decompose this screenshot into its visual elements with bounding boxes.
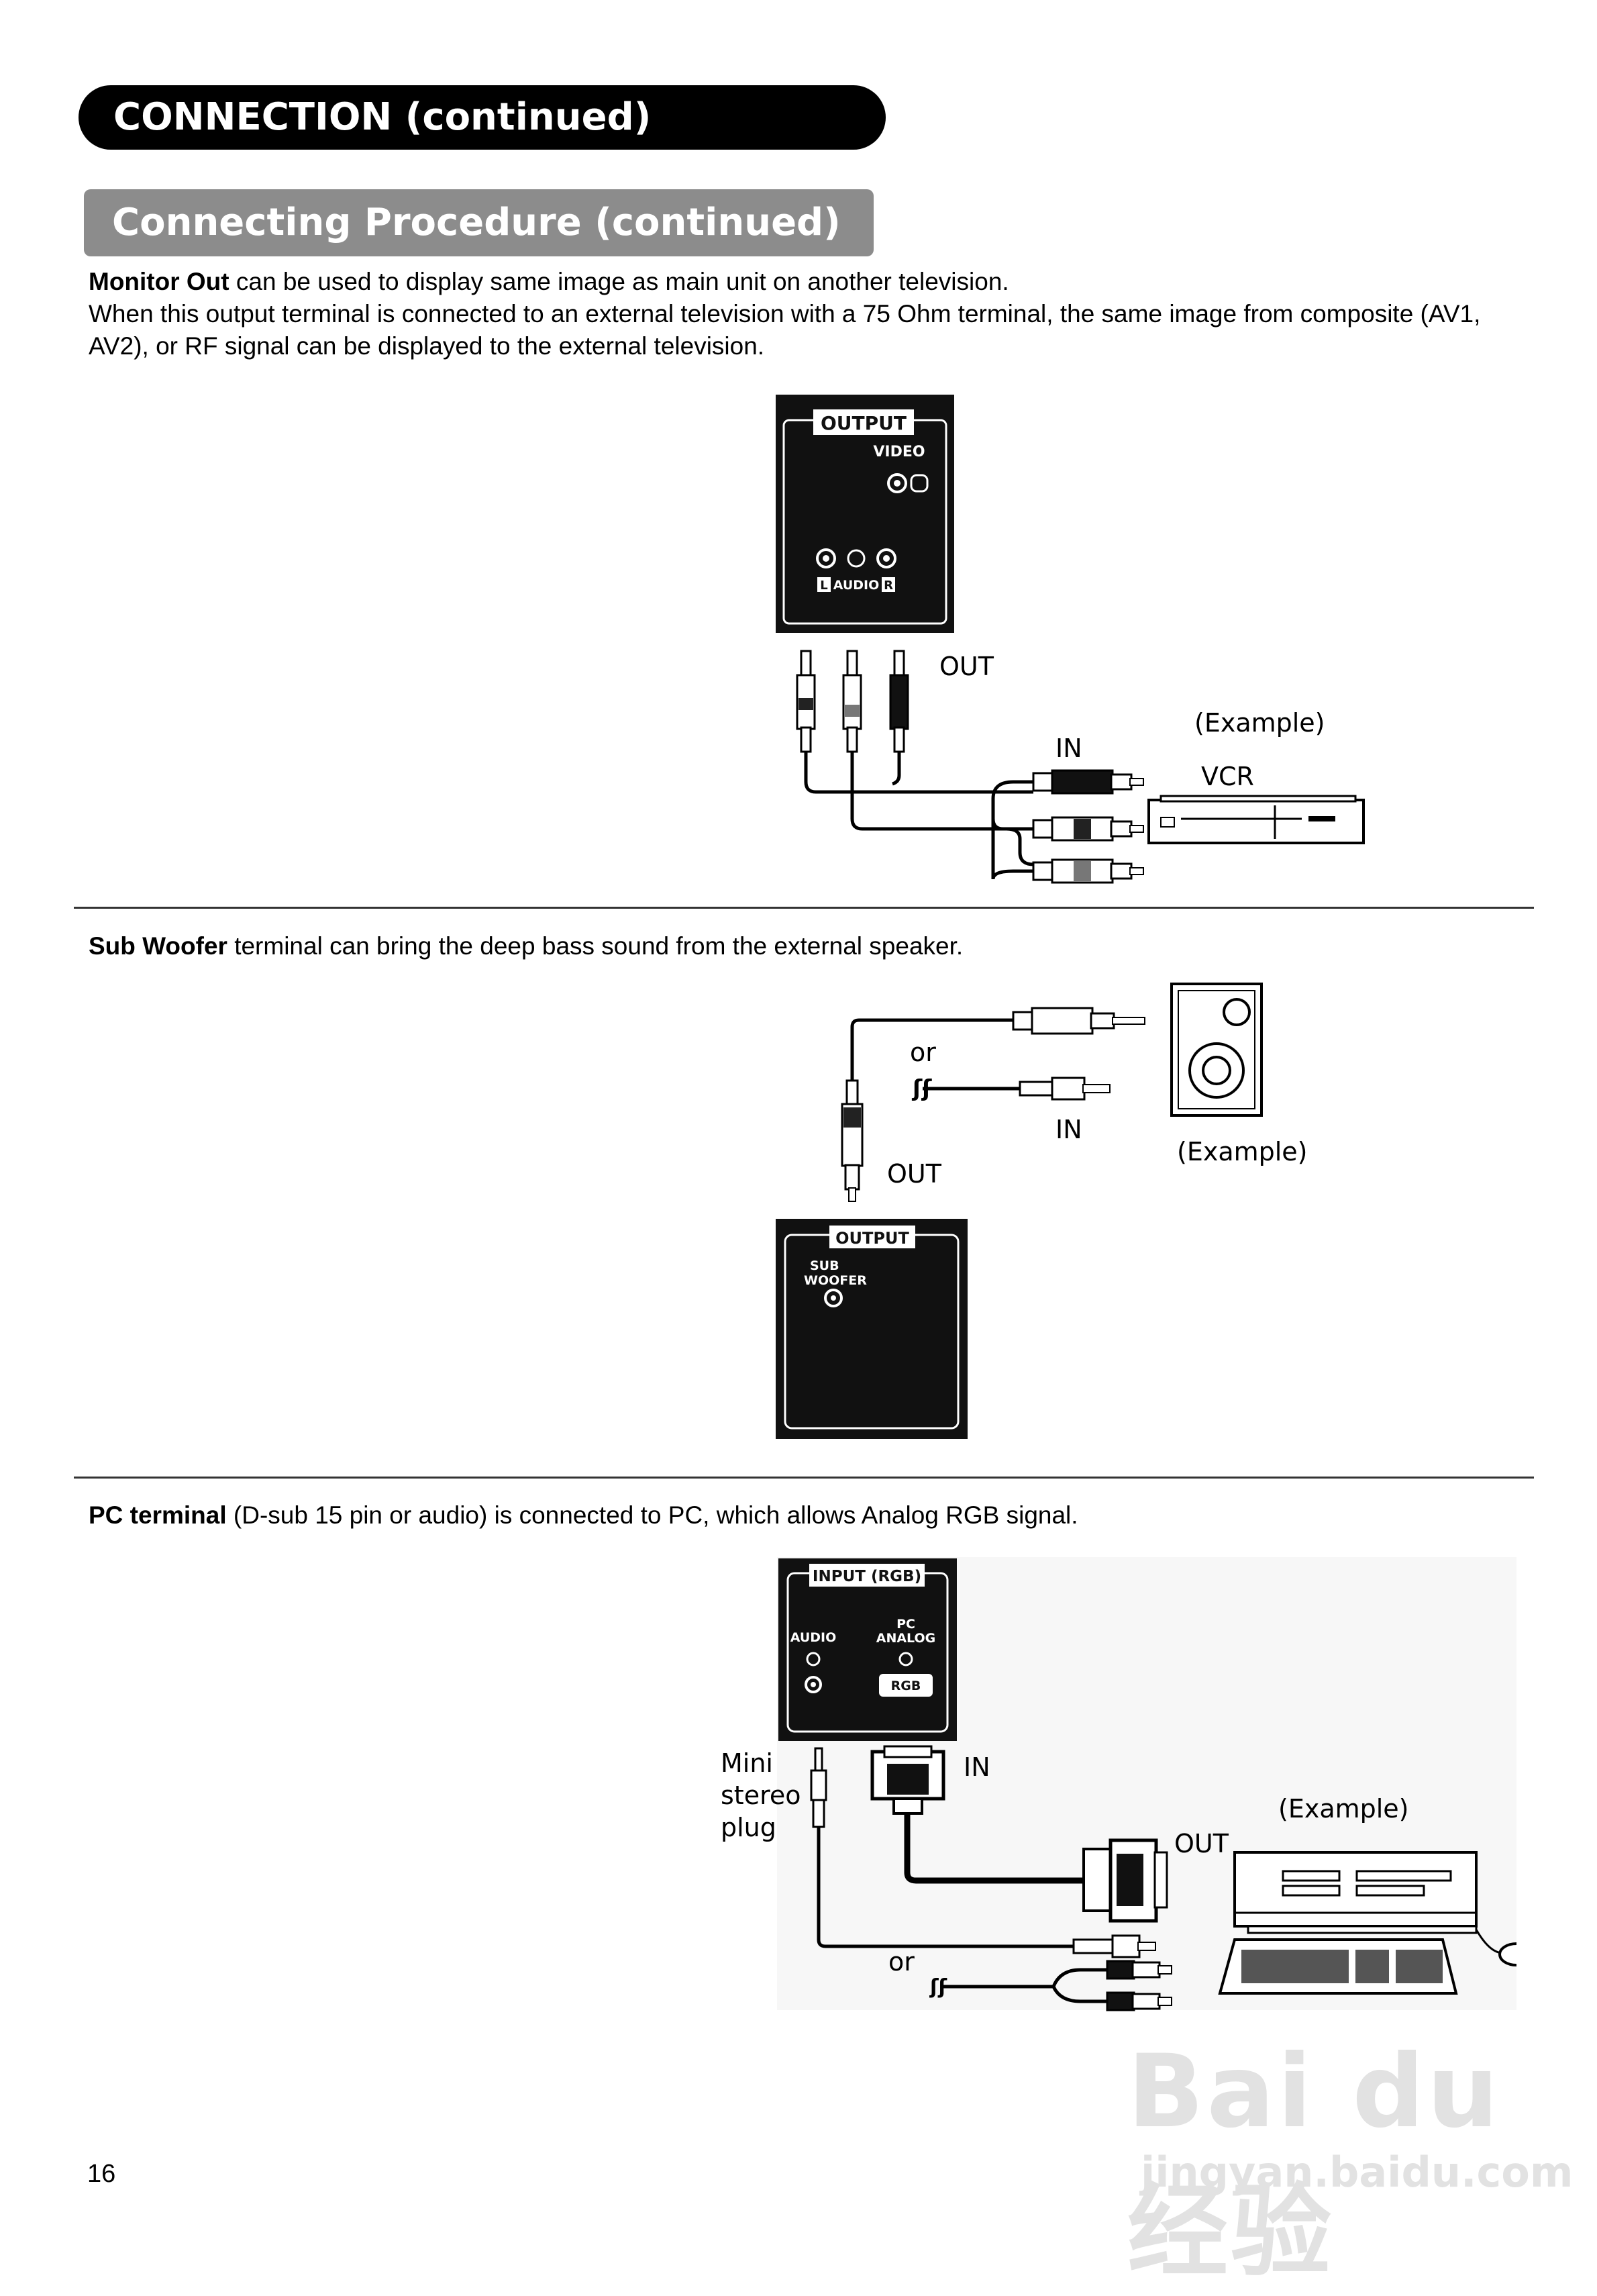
panel-video-label: VIDEO [873,444,925,460]
divider [74,1477,1534,1479]
audio-jack-icon [805,1676,822,1693]
label-example: (Example) [1278,1794,1409,1824]
page-number: 16 [87,2160,116,2188]
vcr-plug-3 [1032,858,1144,884]
input-arrow-icon [898,1652,913,1666]
sub-woofer-diagram: ʃʃ OUTPUT SUB WOOFER or IN OUT (Example) [776,983,1308,1439]
rca-plug-white [796,650,816,753]
divider [74,907,1534,909]
sub-panel-title: OUTPUT [835,1229,909,1248]
label-out: OUT [1174,1829,1229,1858]
monitor-out-line2: When this output terminal is connected t… [89,300,1481,360]
subsection-header: Connecting Procedure (continued) [84,189,874,256]
rca-plug-yellow [889,650,909,753]
input-audio-label: AUDIO [790,1630,837,1645]
input-arrow-icon [806,1652,821,1666]
pc-terminal-rest: (D-sub 15 pin or audio) is connected to … [226,1501,1078,1529]
input-analog-label: ANALOG [876,1631,936,1646]
keyboard-keys-icon [1241,1950,1349,1983]
sub-panel-line2: WOOFER [804,1273,867,1288]
pc-terminal-lead: PC terminal [89,1501,227,1529]
monitor-out-lead: Monitor Out [89,268,229,295]
pc-terminal-description: PC terminal (D-sub 15 pin or audio) is c… [89,1499,1531,1532]
label-in: IN [964,1752,990,1782]
watermark-url: jingyan.baidu.com [1141,2148,1574,2197]
monitor-out-diagram: OUTPUT VIDEO L AUDIO R [776,395,1365,884]
monitor-out-line1: can be used to display same image as mai… [229,268,1009,295]
label-in: IN [1055,734,1082,763]
vga-plug [870,1745,945,1815]
cable [817,1827,1074,1948]
pc-mini-plug [1072,1934,1156,1958]
sub-woofer-description: Sub Woofer terminal can bring the deep b… [89,930,1531,962]
plug-label-line3: plug [721,1813,776,1842]
sub-woofer-jack-icon [824,1289,843,1307]
audio-r-jack-icon [876,548,896,568]
subwoofer-rca-plug [841,1079,864,1202]
speaker-mini-plug [1019,1077,1111,1101]
vcr-plug-2 [1032,816,1144,842]
panel-audio-label: AUDIO [833,578,880,593]
plug-label-line1: Mini [721,1748,773,1778]
label-vcr: VCR [1201,762,1254,791]
speaker-rca-plug [1012,1007,1145,1035]
audio-l-jack-icon [816,548,836,568]
section-header: CONNECTION (continued) [79,85,886,150]
pc-rca-plug-2 [1106,1991,1172,2011]
speaker-icon [1170,983,1263,1117]
rca-plug-red [842,650,862,753]
cable [804,752,1033,794]
audio-output-icon [847,549,866,568]
label-in: IN [1055,1115,1082,1144]
label-out: OUT [939,652,994,681]
pc-rca-plug-1 [1106,1960,1172,1980]
vga-plug-pc [1082,1838,1168,1923]
mini-stereo-plug [810,1747,827,1828]
label-out: OUT [887,1159,942,1189]
mouse-icon [1498,1942,1516,1966]
video-jack-icon [887,473,907,493]
label-or: or [910,1038,936,1067]
sub-woofer-rest: terminal can bring the deep bass sound f… [227,932,964,960]
label-example: (Example) [1194,708,1325,738]
sub-woofer-output-panel [776,1219,968,1439]
output-arrow-icon [910,474,929,493]
rgb-label: RGB [891,1679,921,1693]
audio-r-label: R [884,579,893,593]
label-or: or [888,1947,915,1977]
audio-l-label: L [820,579,827,593]
vcr-icon [1147,795,1365,844]
watermark-logo: Bai du 经验 [1127,2034,1502,2291]
rgb-port-icon [879,1674,933,1697]
sub-panel-line1: SUB [810,1258,839,1273]
input-panel-title: INPUT (RGB) [813,1568,921,1585]
label-example: (Example) [1177,1137,1308,1166]
monitor-out-description: Monitor Out can be used to display same … [89,266,1531,362]
pc-terminal-diagram: INPUT (RGB) AUDIO PC ANALOG RGB ʃʃ [721,1557,1516,2011]
sub-woofer-lead: Sub Woofer [89,932,227,960]
plug-label-line2: stereo [721,1781,801,1810]
cable [850,1018,1013,1083]
panel-title: OUTPUT [821,412,907,434]
vcr-plug-1 [1032,769,1144,795]
input-pc-label: PC [896,1617,915,1632]
computer-icon [1218,1851,1516,1995]
input-rgb-panel [778,1558,957,1741]
